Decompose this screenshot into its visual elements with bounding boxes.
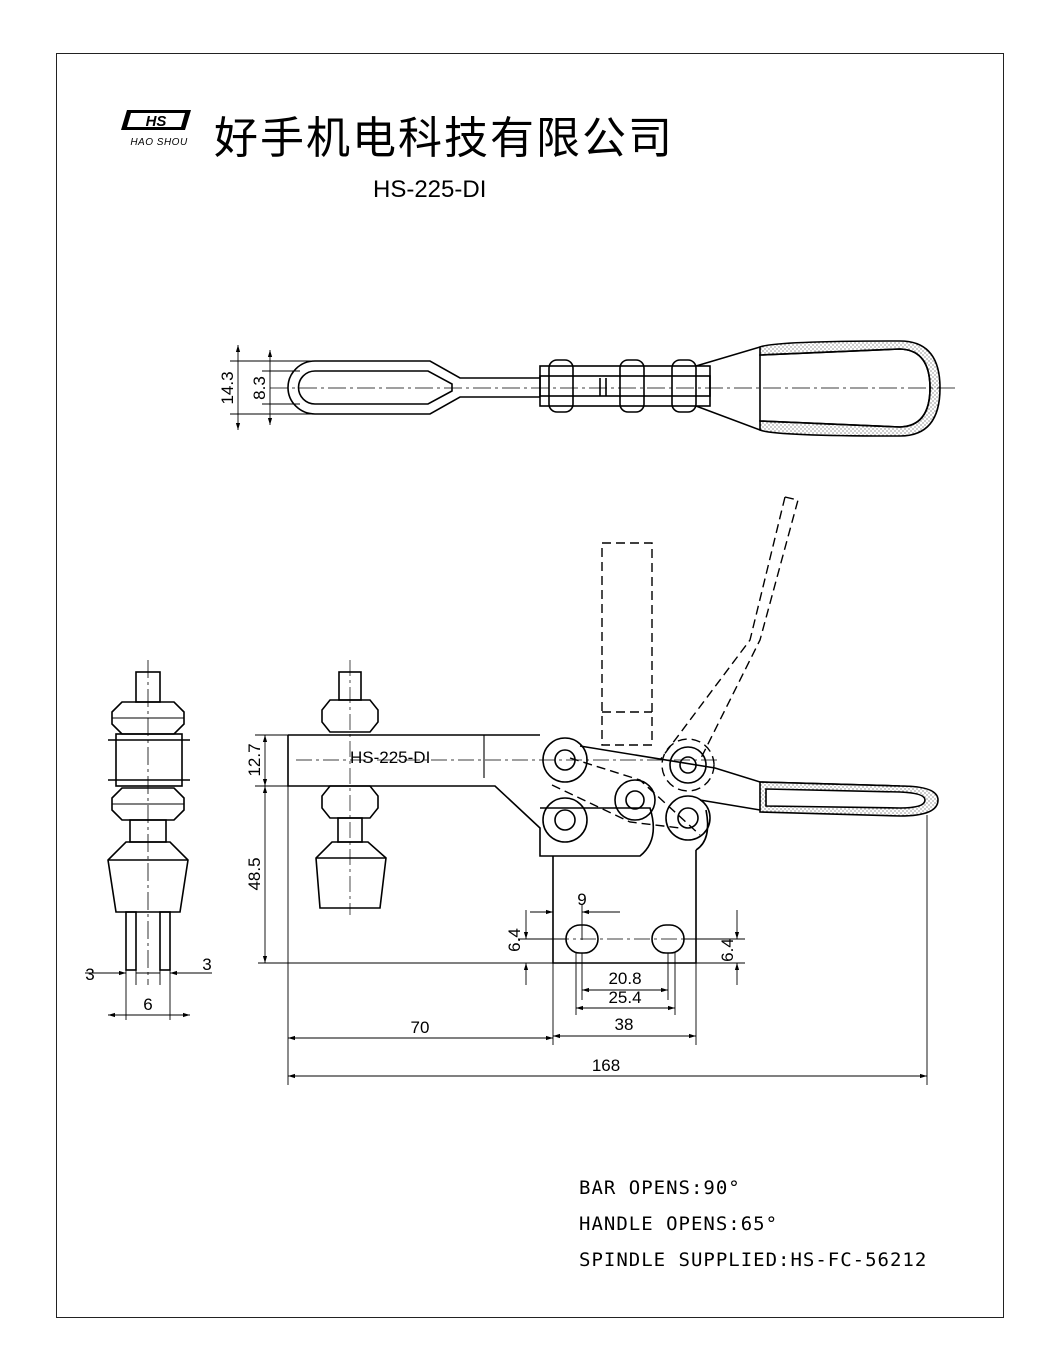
dim-spindle-left: 3 — [85, 965, 94, 984]
dim-spindle-right: 3 — [202, 955, 211, 974]
open-positions — [551, 496, 799, 836]
dim-bar-reach: 70 — [411, 1018, 430, 1037]
dim-base-height: 48.5 — [245, 857, 264, 890]
top-view-dimensions — [230, 345, 315, 430]
dim-top-outer: 14.3 — [218, 371, 237, 404]
dim-hole-offset-left: 6.4 — [505, 928, 524, 952]
dim-overall-length: 168 — [592, 1056, 620, 1075]
dim-top-inner: 8.3 — [250, 376, 269, 400]
end-view — [107, 671, 190, 971]
part-label: HS-225-DI — [350, 748, 430, 767]
dim-hole-span-inner: 20.8 — [608, 969, 641, 988]
logo-text: HS — [146, 113, 167, 130]
note-spindle-supplied: SPINDLE SUPPLIED:HS-FC-56212 — [579, 1249, 928, 1271]
dim-spindle-width: 6 — [143, 995, 152, 1014]
top-view — [287, 340, 941, 437]
company-logo: HS HAO SHOU — [118, 100, 198, 156]
spec-notes: BAR OPENS:90° HANDLE OPENS:65° SPINDLE S… — [579, 1170, 927, 1278]
dim-hole-pitch: 9 — [577, 890, 586, 909]
front-centerlines — [296, 660, 720, 940]
company-name: 好手机电科技有限公司 — [214, 113, 674, 164]
end-view-dimensions — [85, 965, 212, 1020]
hs-logo-badge: HS — [121, 110, 191, 130]
note-bar-opens: BAR OPENS:90° — [579, 1177, 741, 1199]
front-view-dimensions — [255, 734, 928, 1085]
note-handle-opens: HANDLE OPENS:65° — [579, 1213, 779, 1235]
logo-subtitle: HAO SHOU — [130, 137, 188, 148]
front-view — [287, 671, 939, 964]
dim-base-length: 38 — [615, 1015, 634, 1034]
dim-hole-offset-right: 6.4 — [718, 938, 737, 962]
dim-hole-span-outer: 25.4 — [608, 988, 641, 1007]
drawing-border — [56, 53, 1004, 1318]
dim-bar-height: 12.7 — [245, 743, 264, 776]
model-number: HS-225-DI — [373, 176, 487, 203]
